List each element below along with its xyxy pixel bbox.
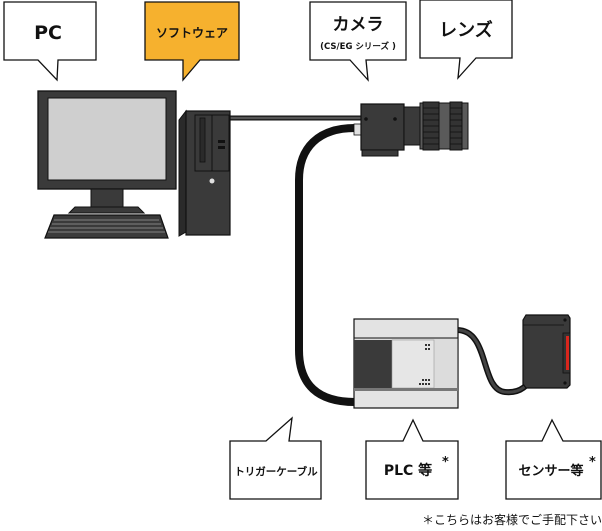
trigger-cable <box>295 124 356 406</box>
callout-pc: PC <box>3 1 97 82</box>
pc-keyboard <box>44 214 169 239</box>
callout-lens-label: レンズ <box>439 19 493 41</box>
sensor <box>522 314 571 389</box>
pc-tower <box>178 109 231 237</box>
callout-plc-label: PLC 等 <box>384 462 432 479</box>
footnote: ＊こちらはお客様でご手配下さい。 <box>422 513 602 527</box>
callout-plc-mark: * <box>442 455 449 470</box>
callout-plc: PLC 等 * <box>365 418 459 500</box>
power-button-icon <box>209 178 215 184</box>
callout-camera-sublabel: (CS/EG シリーズ ) <box>320 41 396 52</box>
lens <box>403 101 469 151</box>
callout-trigger-cable-label: トリガーケーブル <box>234 465 318 478</box>
callout-camera: カメラ (CS/EG シリーズ ) <box>309 1 407 82</box>
callout-lens: レンズ <box>419 0 513 80</box>
callout-sensor-mark: * <box>589 455 596 470</box>
callout-trigger-cable: トリガーケーブル <box>229 416 322 500</box>
camera <box>353 103 405 157</box>
callout-software-label: ソフトウェア <box>156 26 228 40</box>
callout-camera-label: カメラ <box>333 15 384 35</box>
callout-sensor: センサー等 * <box>505 418 602 500</box>
callout-software: ソフトウェア <box>144 1 240 82</box>
plc <box>353 318 459 409</box>
monitor-screen <box>47 97 167 181</box>
sensor-led <box>566 336 569 370</box>
pc-monitor <box>37 90 177 214</box>
callout-pc-label: PC <box>34 22 62 44</box>
callout-sensor-label: センサー等 <box>518 463 583 479</box>
